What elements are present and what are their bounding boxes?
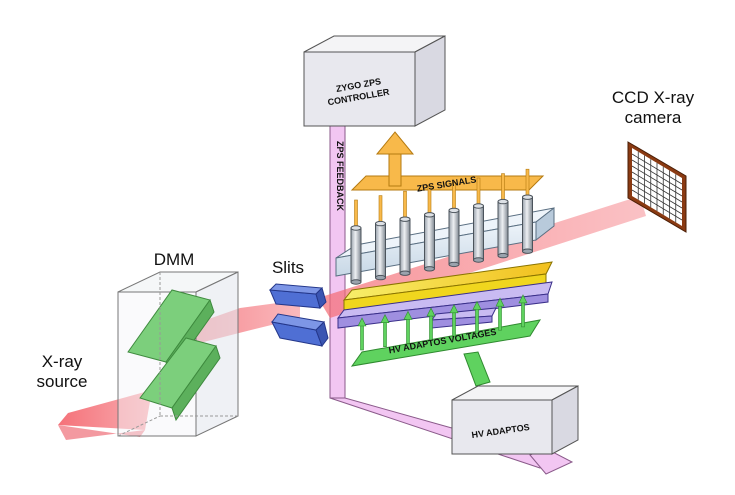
sensor-probe-icon xyxy=(350,225,362,285)
voltage-stub xyxy=(472,300,482,334)
xray-source-label: X-ray source xyxy=(24,352,100,392)
slits-label: Slits xyxy=(271,258,305,277)
sensor-probe-icon xyxy=(424,212,435,272)
ccd-label-line1: CCD X-ray xyxy=(611,88,695,107)
zygo-controller-box xyxy=(303,35,446,127)
sensor-probes xyxy=(350,194,533,285)
xray-source-line1: X-ray xyxy=(41,352,83,371)
sensor-probe-icon xyxy=(399,216,411,276)
slit-lower xyxy=(271,313,329,348)
zps-feedback-label: ZPS FEEDBACK xyxy=(335,141,345,212)
voltage-stub xyxy=(495,297,505,331)
adaptive-mirror xyxy=(336,261,553,329)
dmm-crystal-lower xyxy=(139,337,221,422)
voltage-stub xyxy=(449,304,459,338)
voltage-stubs xyxy=(357,294,528,351)
sensor-probe-icon xyxy=(375,220,386,281)
signal-stubs xyxy=(354,168,530,231)
slits xyxy=(268,283,329,348)
sensor-probe-icon xyxy=(522,194,533,254)
sensor-probe-icon xyxy=(473,203,484,263)
slit-upper xyxy=(268,283,327,309)
beam-source-segment xyxy=(58,390,152,430)
sensor-probe-icon xyxy=(497,198,509,259)
dmm-box xyxy=(117,271,239,437)
arrow-up-icon xyxy=(375,131,415,155)
hv-voltages-bus xyxy=(350,294,542,387)
sensor-probe-icon xyxy=(448,207,460,268)
voltage-stub xyxy=(426,307,436,341)
ccd-camera-label: CCD X-ray camera xyxy=(598,88,708,128)
voltage-stub xyxy=(403,310,413,344)
sensor-assembly xyxy=(335,194,555,285)
zps-signals-bus xyxy=(350,131,545,231)
dmm-label: DMM xyxy=(153,250,195,269)
ccd-sensor-grid xyxy=(631,151,683,223)
ccd-label-line2: camera xyxy=(624,108,682,127)
voltage-stub xyxy=(518,294,528,328)
voltage-stub xyxy=(357,317,367,351)
xray-source-line2: source xyxy=(36,372,88,391)
voltage-stub xyxy=(380,314,390,348)
ccd-camera xyxy=(627,141,687,233)
hv-adaptos-box xyxy=(451,385,579,455)
